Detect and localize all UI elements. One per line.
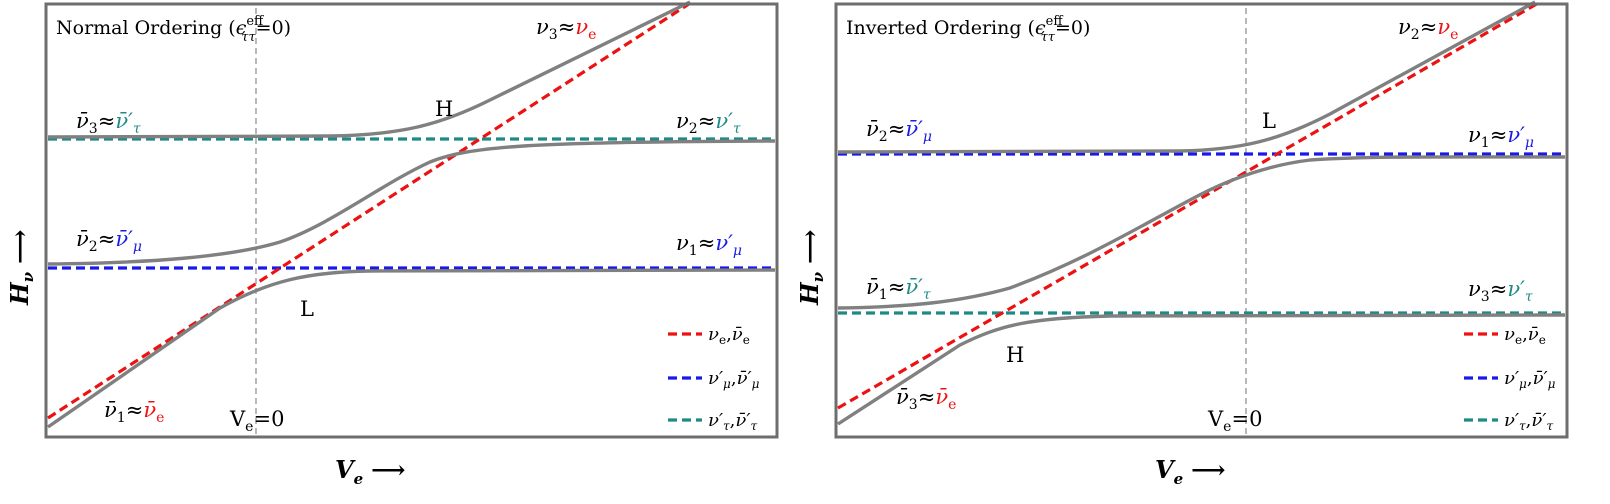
legend-tau-label: ν′τ,ν̄′τ <box>708 410 757 433</box>
nu3-label: ν3≈νe <box>536 15 596 43</box>
y-axis-label: Hν⟶ <box>5 229 37 306</box>
resonance-h-label: H <box>435 97 453 121</box>
legend-electron-label: νe,ν̄e <box>1504 324 1546 347</box>
antinu3-label: ν̄3≈ν̄′τ <box>76 109 141 137</box>
legend-muon-label: ν′μ,ν̄′μ <box>1504 368 1556 391</box>
resonance-l-label: L <box>300 297 314 321</box>
ve-zero-label: Ve=0 <box>229 407 284 435</box>
legend-tau-label: ν′τ,ν̄′τ <box>1504 410 1553 433</box>
resonance-h-label: H <box>1006 343 1024 367</box>
nu1-label: ν1≈ν′μ <box>676 231 742 259</box>
plot-frame <box>834 2 1569 439</box>
nu1-label: ν1≈ν′μ <box>1468 123 1534 151</box>
eigenvalue-curve-lower <box>837 313 1566 426</box>
eigenvalue-curve-upper <box>47 0 691 139</box>
nu2-label: ν2≈ν′τ <box>676 109 741 137</box>
legend: νe,ν̄e ν′μ,ν̄′μ ν′τ,ν̄′τ <box>668 324 760 433</box>
legend-electron-label: νe,ν̄e <box>708 324 750 347</box>
plot-frame <box>44 2 779 439</box>
x-axis-label: Ve⟶ <box>335 455 406 488</box>
eigenvalue-curve-lower <box>47 268 776 429</box>
svg-text:Hν⟶: Hν⟶ <box>795 229 827 306</box>
eigenvalue-curve-middle <box>837 155 1566 310</box>
antinu3-label: ν̄3≈ν̄e <box>896 385 956 413</box>
x-axis-label: Ve⟶ <box>1155 455 1226 488</box>
eigenvalue-curve-middle <box>47 139 776 266</box>
antinu2-label: ν̄2≈ν̄′μ <box>866 117 932 145</box>
antinu2-label: ν̄2≈ν̄′μ <box>76 227 142 255</box>
antinu1-label: ν̄1≈ν̄′τ <box>866 275 931 303</box>
ve-zero-label: Ve=0 <box>1207 407 1262 435</box>
nu2-label: ν2≈νe <box>1398 15 1458 43</box>
nu3-label: ν3≈ν′τ <box>1468 277 1533 305</box>
antinu1-label: ν̄1≈ν̄e <box>104 398 164 426</box>
electron-flavor-line <box>837 0 1541 410</box>
electron-flavor-line <box>47 0 693 420</box>
resonance-l-label: L <box>1262 109 1276 133</box>
eigenvalue-curve-upper <box>837 0 1536 154</box>
svg-text:Hν⟶: Hν⟶ <box>5 229 37 306</box>
y-axis-label: Hν⟶ <box>795 229 827 306</box>
legend: νe,ν̄e ν′μ,ν̄′μ ν′τ,ν̄′τ <box>1464 324 1556 433</box>
legend-muon-label: ν′μ,ν̄′μ <box>708 368 760 391</box>
